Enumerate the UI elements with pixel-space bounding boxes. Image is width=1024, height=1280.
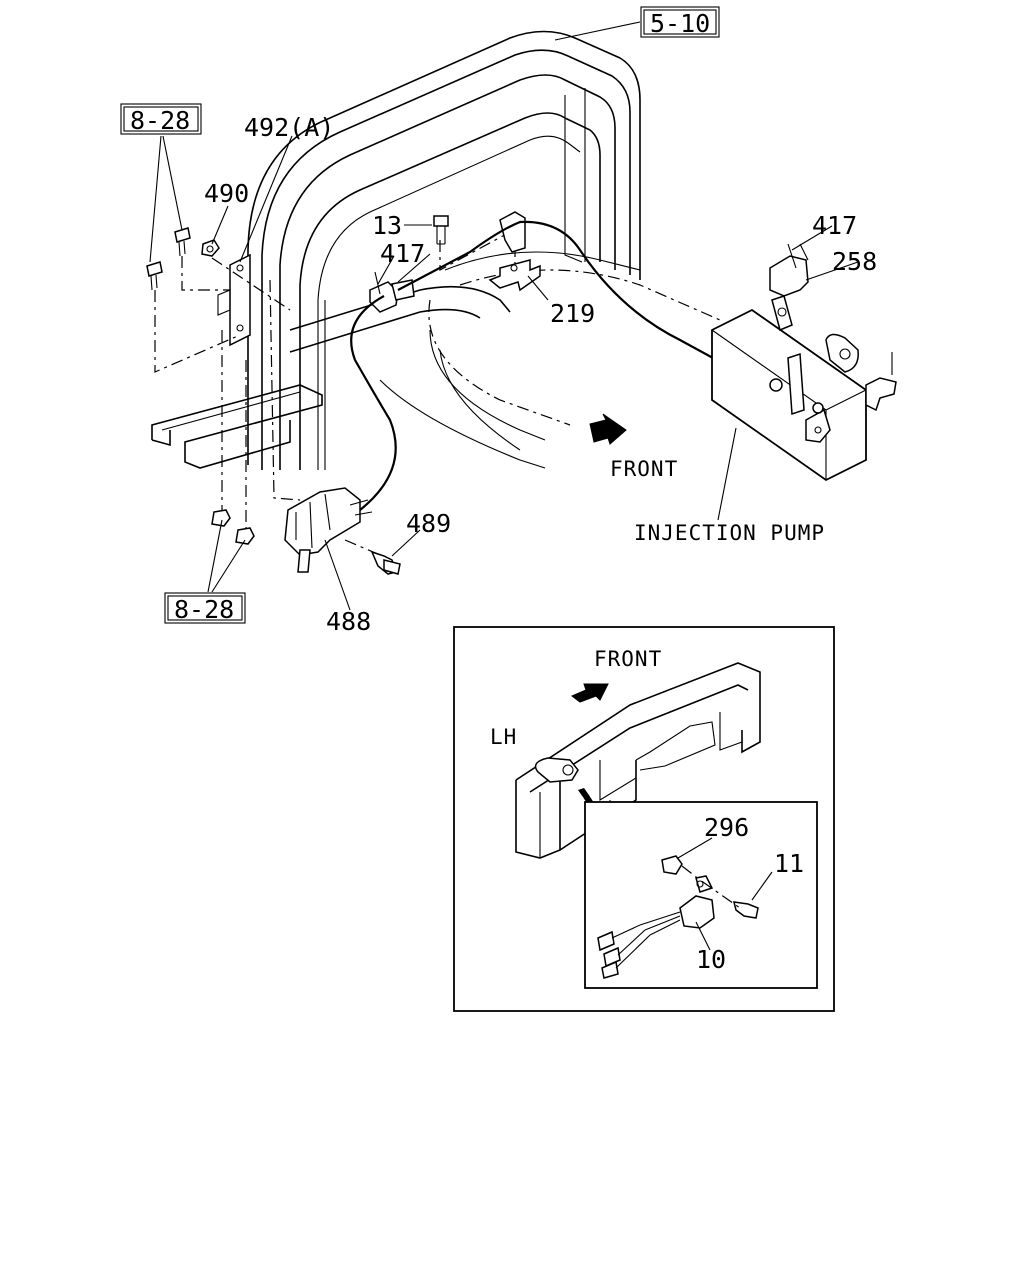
nut-490 xyxy=(201,239,220,257)
control-cable xyxy=(350,220,801,511)
inset-leaders xyxy=(677,837,773,951)
bracket-492 xyxy=(217,253,251,347)
lever-488 xyxy=(284,487,373,573)
callout-296: 296 xyxy=(704,813,749,842)
callout-488: 488 xyxy=(326,607,371,636)
ref-box-8-28-top[interactable]: 8-28 xyxy=(120,103,202,135)
ref-label-8-28-bottom: 8-28 xyxy=(174,595,234,624)
inset-detail: FRONT LH 296 11 10 xyxy=(453,626,835,1012)
front-label: FRONT xyxy=(610,457,678,481)
inset-frame-rail xyxy=(515,662,761,859)
callout-258: 258 xyxy=(832,247,877,276)
clip-417-mid xyxy=(369,271,415,313)
callout-13: 13 xyxy=(372,211,402,240)
inset-bolt-11 xyxy=(733,901,759,919)
callout-11: 11 xyxy=(774,849,804,878)
nut-bottom-2 xyxy=(235,527,255,545)
ref-label-8-28-top: 8-28 xyxy=(130,106,190,135)
callout-417-mid: 417 xyxy=(380,239,425,268)
ref-box-5-10[interactable]: 5-10 xyxy=(640,6,720,38)
inset-connector xyxy=(597,911,681,979)
clip-258 xyxy=(769,243,809,332)
main-view: 5-10 8-28 8-28 492(A) 490 13 417 417 258… xyxy=(120,6,897,636)
bolt-13 xyxy=(433,215,449,245)
bolt-489 xyxy=(370,550,401,575)
inset-front-label: FRONT xyxy=(594,647,662,671)
callout-10: 10 xyxy=(696,945,726,974)
callout-489: 489 xyxy=(406,509,451,538)
inset-front-arrow-icon xyxy=(571,683,609,703)
ref-box-8-28-bottom[interactable]: 8-28 xyxy=(164,592,246,624)
injection-pump-label: INJECTION PUMP xyxy=(634,521,825,545)
bolt-left-2 xyxy=(174,227,191,257)
leader-lines xyxy=(149,21,859,611)
crossmember xyxy=(151,251,721,469)
callout-492a: 492(A) xyxy=(244,113,334,142)
callout-417-right: 417 xyxy=(812,211,857,240)
ref-label-5-10: 5-10 xyxy=(650,9,710,38)
inset-nut-296 xyxy=(661,855,683,875)
nut-bottom-1 xyxy=(211,509,231,527)
callout-219: 219 xyxy=(550,299,595,328)
inset-detail-box xyxy=(584,801,818,989)
injection-pump xyxy=(711,308,897,482)
inset-lh-label: LH xyxy=(490,725,517,749)
inset-part-10 xyxy=(679,875,715,929)
front-arrow-icon xyxy=(589,413,627,445)
callout-490: 490 xyxy=(204,179,249,208)
bolt-left-1 xyxy=(146,261,163,291)
frame-arch xyxy=(247,30,641,470)
